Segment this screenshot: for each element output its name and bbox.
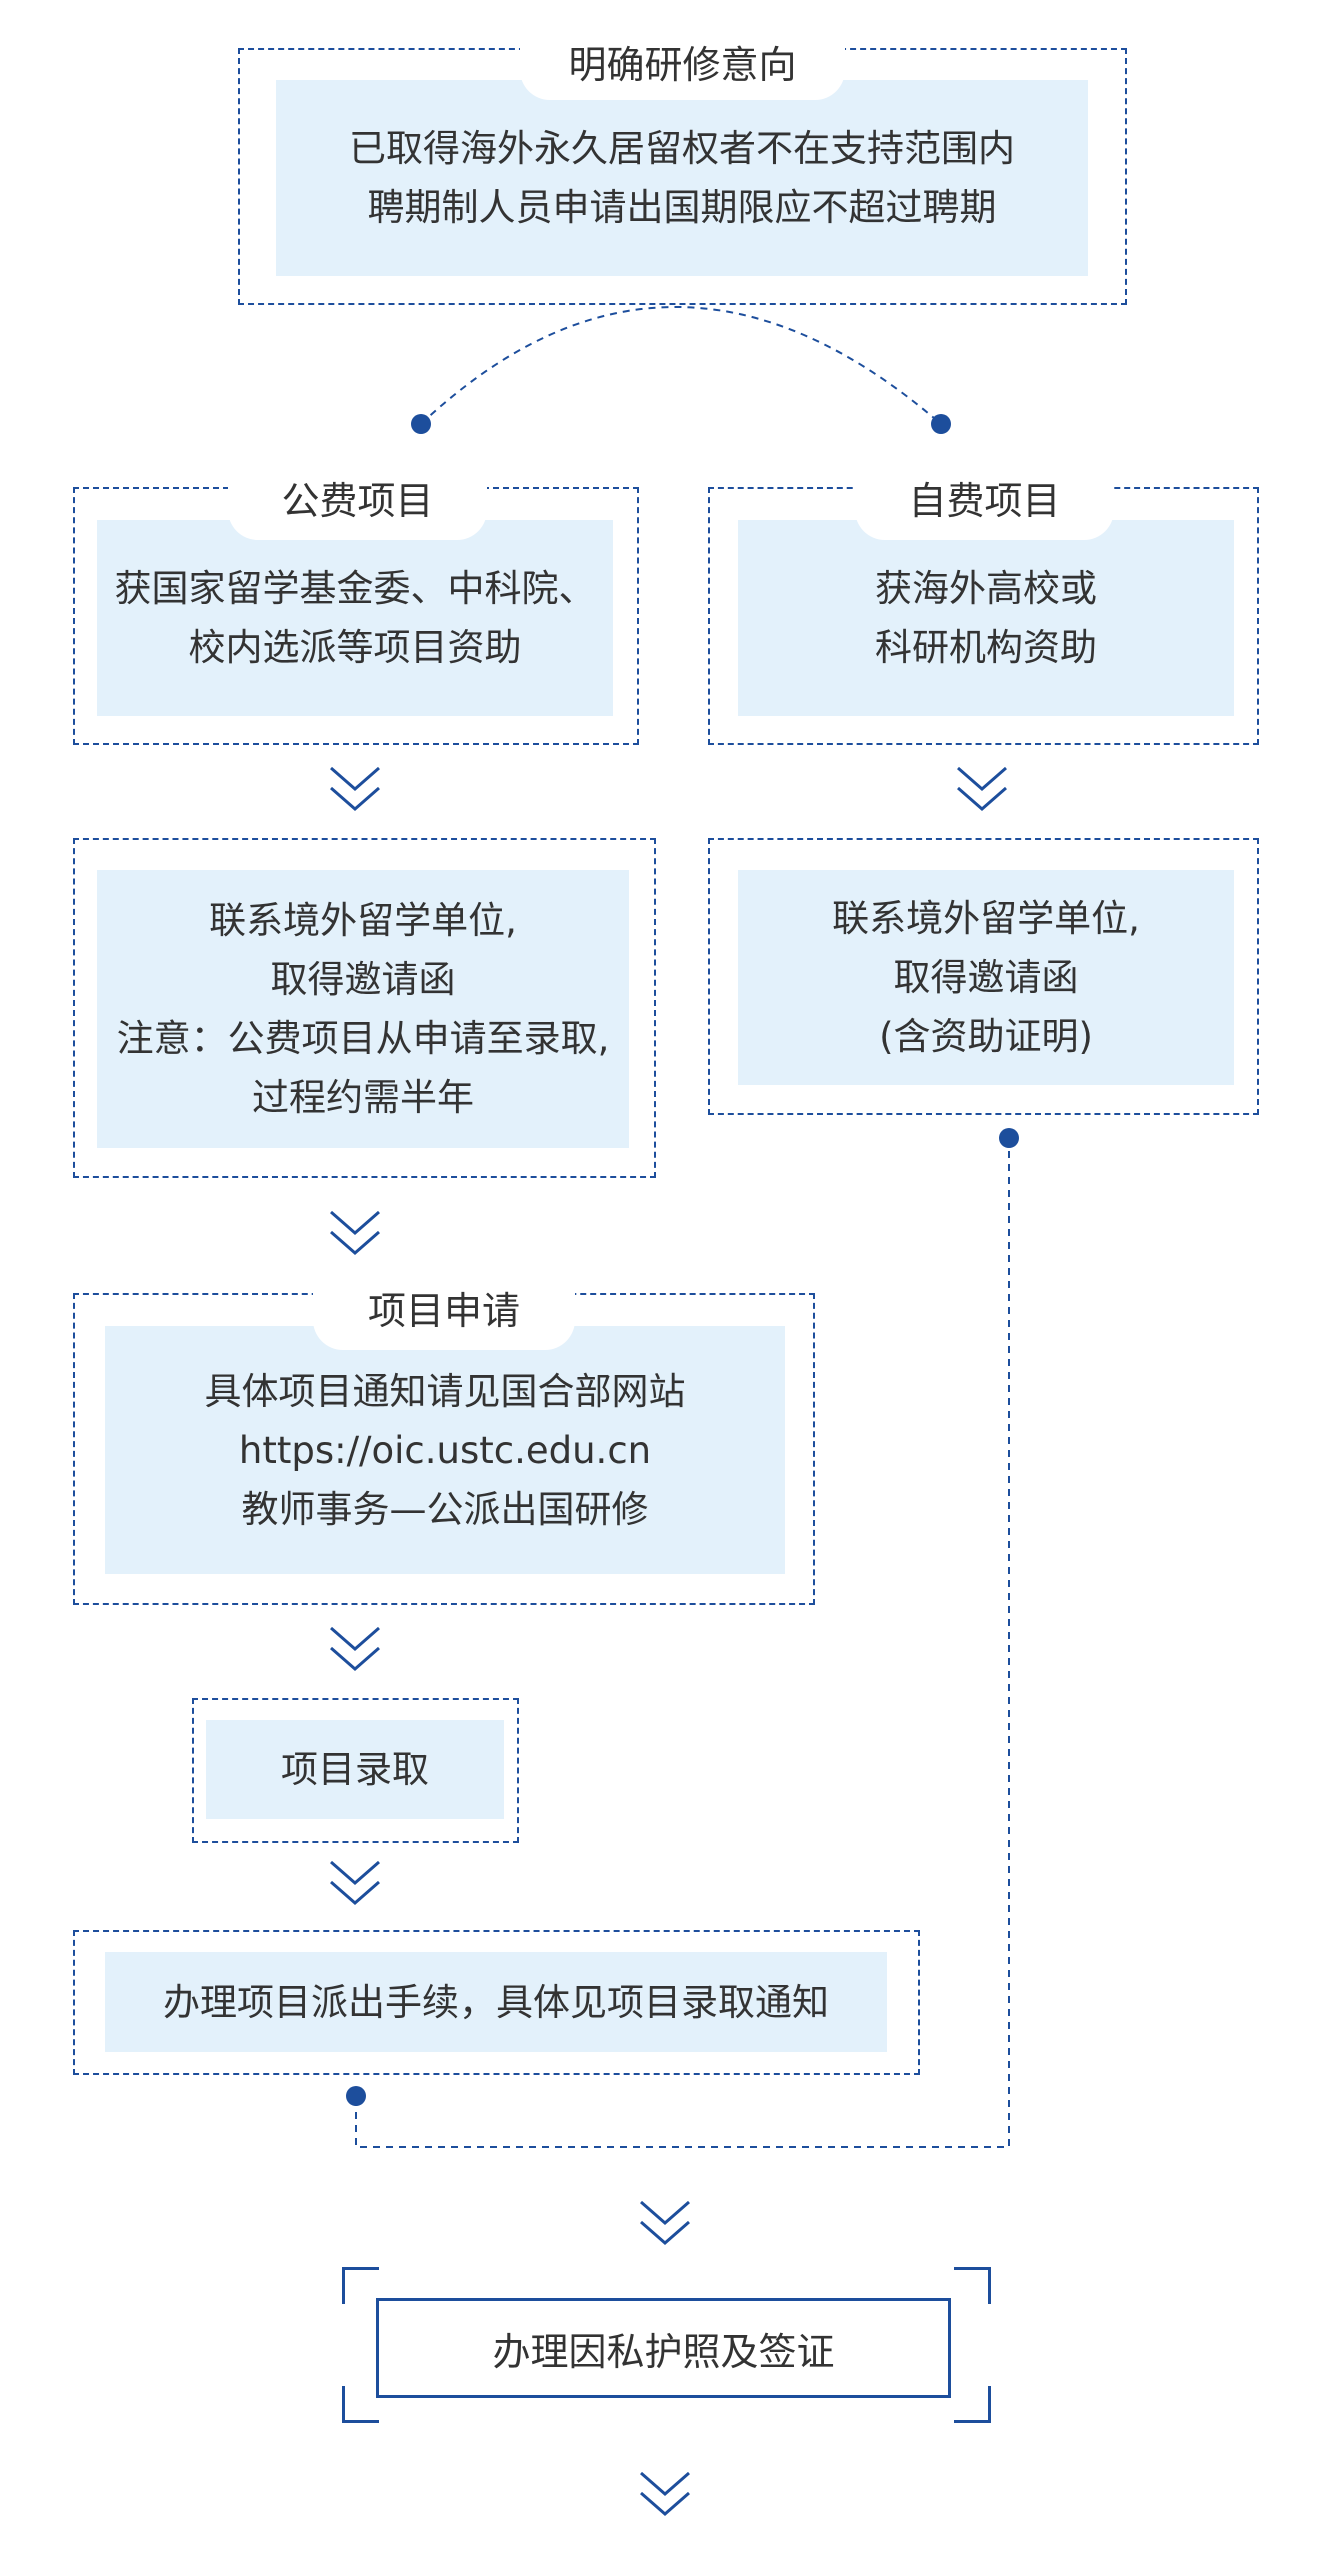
connector-dot-icon: [411, 414, 431, 434]
admit-frame: [192, 1698, 519, 1843]
bracket-corner-bottom-right: [954, 2386, 991, 2423]
self-line-1: 获海外高校或: [875, 567, 1097, 610]
double-chevron-down-icon: [640, 2471, 690, 2516]
self-contact-frame: [708, 838, 1259, 1115]
intent-panel: 已取得海外永久居留权者不在支持范围内 聘期制人员申请出国期限应不超过聘期: [276, 80, 1088, 276]
self-contact-line-3: (含资助证明): [879, 1015, 1093, 1058]
bracket-corner-top-right: [954, 2267, 991, 2304]
public-title: 公费项目: [228, 455, 487, 540]
dispatch-frame: [73, 1930, 920, 2075]
public-contact-panel: 联系境外留学单位, 取得邀请函 注意：公费项目从申请至录取, 过程约需半年: [97, 870, 629, 1148]
public-contact-line-3: 注意：公费项目从申请至录取,: [116, 1017, 610, 1060]
apply-panel: 具体项目通知请见国合部网站 https://oic.ustc.edu.cn 教师…: [105, 1326, 785, 1574]
public-contact-frame: [73, 838, 656, 1178]
admit-panel: 项目录取: [206, 1720, 504, 1819]
public-panel: 获国家留学基金委、中科院、 校内选派等项目资助: [97, 520, 613, 716]
public-contact-line-1: 联系境外留学单位,: [209, 899, 517, 942]
intent-line-1: 已取得海外永久居留权者不在支持范围内: [349, 127, 1015, 170]
apply-link[interactable]: https://oic.ustc.edu.cn: [238, 1428, 652, 1472]
intent-line-2: 聘期制人员申请出国期限应不超过聘期: [367, 186, 997, 229]
public-line-2: 校内选派等项目资助: [188, 626, 522, 669]
bracket-corner-top-left: [342, 2267, 379, 2304]
public-contact-line-4: 过程约需半年: [252, 1076, 474, 1119]
dispatch-panel: 办理项目派出手续，具体见项目录取通知: [105, 1952, 887, 2052]
self-contact-line-1: 联系境外留学单位,: [832, 897, 1140, 940]
connector-dot-icon: [931, 414, 951, 434]
public-contact-line-2: 取得邀请函: [270, 958, 456, 1001]
double-chevron-down-icon: [330, 766, 380, 811]
public-line-1: 获国家留学基金委、中科院、: [114, 567, 596, 610]
self-contact-panel: 联系境外留学单位, 取得邀请函 (含资助证明): [738, 870, 1234, 1085]
apply-line-1: 具体项目通知请见国合部网站: [204, 1369, 686, 1413]
connector-dot-icon: [346, 2086, 366, 2106]
bracket-corner-bottom-left: [342, 2386, 379, 2423]
admit-label: 项目录取: [281, 1748, 429, 1791]
apply-title: 项目申请: [313, 1265, 575, 1350]
self-panel: 获海外高校或 科研机构资助: [738, 520, 1234, 716]
double-chevron-down-icon: [640, 2200, 690, 2245]
double-chevron-down-icon: [330, 1626, 380, 1671]
intent-title: 明确研修意向: [520, 22, 845, 100]
self-contact-line-2: 取得邀请函: [893, 956, 1079, 999]
branch-arc: [420, 306, 942, 425]
passport-box: 办理因私护照及签证: [376, 2298, 951, 2398]
passport-label: 办理因私护照及签证: [492, 2329, 835, 2374]
dispatch-label: 办理项目派出手续，具体见项目录取通知: [163, 1980, 829, 2024]
connector-dot-icon: [999, 1128, 1019, 1148]
apply-line-3: 教师事务—公派出国研修: [241, 1487, 649, 1531]
double-chevron-down-icon: [957, 766, 1007, 811]
self-line-2: 科研机构资助: [875, 626, 1097, 669]
self-title: 自费项目: [855, 455, 1114, 540]
double-chevron-down-icon: [330, 1210, 380, 1255]
double-chevron-down-icon: [330, 1860, 380, 1905]
